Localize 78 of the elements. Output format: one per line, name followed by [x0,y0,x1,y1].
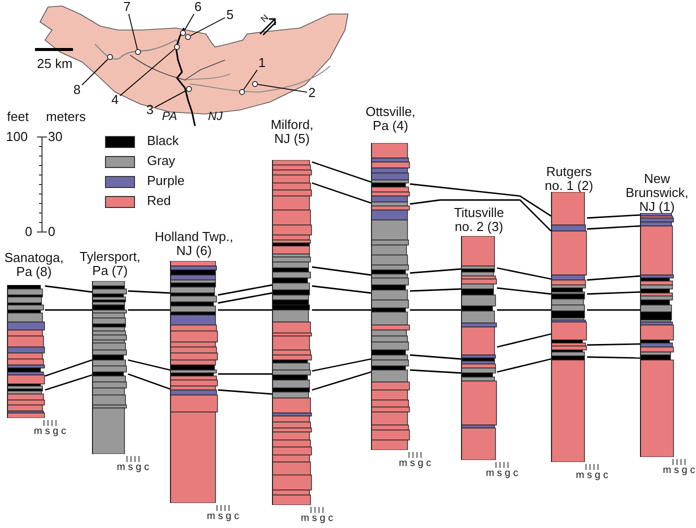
location-number: 6 [193,0,203,14]
correlation-line [128,290,170,294]
grain-size-label: m s g c [662,465,696,476]
correlation-line [410,309,461,311]
correlation-line [45,309,92,311]
location-number: 2 [307,86,317,100]
unit-label: meters [46,110,86,124]
grain-size-label: m s g c [398,458,432,469]
grain-size-label: m s g c [116,462,150,473]
scale-value: 0 [25,225,32,240]
location-number: 4 [110,93,120,107]
grain-size-label: m s g c [576,470,608,481]
correlation-line [410,288,462,292]
state-label: NJ [208,110,223,124]
correlation-line [410,354,462,360]
correlation-line [586,225,640,230]
correlation-line [312,358,372,372]
legend-label: Red [147,194,171,208]
location-number: 8 [72,83,82,97]
correlation-line [218,389,272,395]
correlation-line [312,161,372,183]
correlation-line [410,183,552,217]
correlation-line [312,285,372,294]
correlation-line [218,373,272,375]
leader-line [82,58,108,86]
correlation-line [312,309,371,311]
correlation-line [128,359,170,371]
correlation-line [44,285,92,293]
scale-value: 100 [6,130,28,144]
leader-line [120,48,176,96]
correlation-line [496,333,552,348]
grain-size-label: m s g c [300,513,334,524]
scale-label: 25 km [37,57,72,72]
grain-size-label: m s g c [486,468,518,479]
north-label: N [259,13,272,25]
location-number: 7 [122,0,132,14]
correlation-line [128,373,170,390]
correlation-line [586,275,640,281]
legend-label: Purple [147,174,185,188]
correlation-line [496,287,552,295]
legend-label: Gray [147,154,176,168]
correlation-line [586,343,640,346]
correlation-line [586,356,640,359]
location-number: 5 [225,8,235,22]
grain-size-label: m s g c [206,511,240,522]
leader-line [184,14,194,31]
correlation-line [312,266,372,276]
leader-line [190,17,226,36]
scale-value: 30 [48,130,62,144]
correlation-line [497,309,551,311]
grain-size-label: m s g c [34,426,66,437]
correlation-line [218,284,272,296]
legend-label: Black [147,134,179,148]
leader-line [258,84,308,93]
correlation-line [586,214,640,219]
correlation-line [44,374,92,391]
correlation-line [312,182,372,204]
correlation-line [586,291,640,295]
column-heading: Holland Twp., NJ (6) [153,230,235,258]
location-number: 1 [257,56,267,70]
correlation-line [128,309,170,311]
leader-line [154,90,187,108]
correlation-line [410,369,462,374]
correlation-line [218,292,272,304]
correlation-line [410,268,462,274]
scale-value: 0 [48,225,56,240]
correlation-line [587,309,640,311]
correlation-line [44,359,92,377]
correlation-line [496,267,552,280]
unit-label: feet [7,110,29,124]
correlation-line [218,309,272,311]
leader-line [243,70,258,90]
correlation-line [496,358,552,373]
location-number: 3 [145,103,155,117]
leader-line [128,14,138,50]
correlation-line [312,371,372,391]
state-label: PA [162,110,178,124]
correlation-line [410,199,552,232]
